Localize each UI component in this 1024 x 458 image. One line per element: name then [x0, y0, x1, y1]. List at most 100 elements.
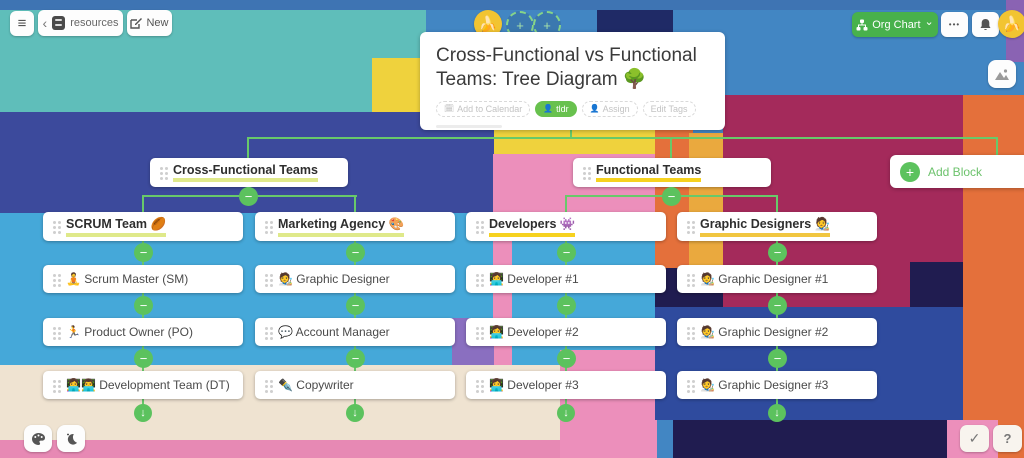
node-label: 🧑‍🎨 Graphic Designer #1: [700, 272, 829, 286]
collapse-button[interactable]: −: [346, 243, 365, 262]
collapse-button[interactable]: −: [239, 187, 258, 206]
drag-handle-icon[interactable]: [476, 221, 479, 224]
help-button[interactable]: ?: [993, 425, 1022, 452]
avatar[interactable]: 🍌: [998, 10, 1024, 38]
drag-handle-icon[interactable]: [687, 273, 690, 277]
tree-node-graphic-designers[interactable]: Graphic Designers 🧑‍🎨: [677, 212, 877, 241]
tree-node-scrum-master[interactable]: 🧘 Scrum Master (SM): [43, 265, 243, 293]
collapse-button[interactable]: −: [134, 296, 153, 315]
divider: [436, 124, 502, 128]
tree-node-cross-functional-teams[interactable]: Cross-Functional Teams: [150, 158, 348, 187]
background-image-button[interactable]: [988, 60, 1016, 88]
tree-node-graphic-designer-2[interactable]: 🧑‍🎨 Graphic Designer #2: [677, 318, 877, 346]
tree-node-developers[interactable]: Developers 👾: [466, 212, 666, 241]
expand-button[interactable]: ↓: [768, 404, 786, 422]
tree-node-product-owner[interactable]: 🏃 Product Owner (PO): [43, 318, 243, 346]
tldr-tag-button[interactable]: 👤 tldr: [535, 100, 577, 117]
background-tile: [372, 10, 426, 58]
assign-button[interactable]: 👤 Assign: [581, 100, 638, 117]
background-tile: [560, 350, 657, 458]
drag-handle-icon[interactable]: [53, 221, 56, 224]
collapse-button[interactable]: −: [662, 187, 681, 206]
tree-node-marketing-agency[interactable]: Marketing Agency 🎨: [255, 212, 455, 241]
plus-icon: +: [900, 161, 920, 182]
down-arrow-icon: ↓: [352, 406, 358, 419]
collapse-button[interactable]: −: [557, 296, 576, 315]
drag-handle-icon[interactable]: [476, 326, 479, 330]
background-tile: [0, 0, 1024, 10]
new-label: New: [146, 17, 169, 29]
tree-node-functional-teams[interactable]: Functional Teams: [573, 158, 771, 187]
tree-node-scrum-team[interactable]: SCRUM Team 🏉: [43, 212, 243, 241]
background-tile: [910, 262, 963, 307]
tree-node-graphic-designer[interactable]: 🧑‍🎨 Graphic Designer: [255, 265, 455, 293]
tree-node-developer-3[interactable]: 👩‍💻 Developer #3: [466, 371, 666, 399]
add-to-calendar-button[interactable]: 🗓 Add to Calendar: [436, 100, 531, 117]
node-label: Marketing Agency 🎨: [278, 217, 405, 237]
collapse-button[interactable]: −: [768, 296, 787, 315]
collapse-button[interactable]: −: [134, 349, 153, 368]
minus-icon: −: [562, 298, 571, 313]
drag-handle-icon[interactable]: [687, 221, 690, 224]
node-label: ✒️ Copywriter: [278, 378, 354, 392]
expand-button[interactable]: ↓: [134, 404, 152, 422]
down-arrow-icon: ↓: [774, 406, 780, 419]
new-button[interactable]: New: [127, 10, 172, 36]
edit-tags-button[interactable]: Edit Tags: [642, 100, 696, 117]
minus-icon: −: [351, 298, 360, 313]
minus-icon: −: [351, 351, 360, 366]
tree-node-graphic-designer-3[interactable]: 🧑‍🎨 Graphic Designer #3: [677, 371, 877, 399]
more-options-button[interactable]: •••: [941, 12, 968, 37]
person-icon: 👤: [543, 104, 554, 113]
drag-handle-icon[interactable]: [476, 379, 479, 383]
node-label: Developers 👾: [489, 217, 576, 237]
collapse-button[interactable]: −: [134, 243, 153, 262]
minus-icon: −: [139, 351, 148, 366]
resources-button[interactable]: ‹ resources: [38, 10, 123, 36]
banana-icon: 🍌: [1002, 16, 1022, 33]
node-label: Cross-Functional Teams: [173, 163, 318, 182]
drag-handle-icon[interactable]: [476, 273, 479, 277]
drag-handle-icon[interactable]: [265, 326, 268, 330]
collapse-button[interactable]: −: [346, 296, 365, 315]
drag-handle-icon[interactable]: [583, 167, 586, 170]
collapse-button[interactable]: −: [346, 349, 365, 368]
collapse-button[interactable]: −: [768, 243, 787, 262]
confirm-button[interactable]: ✓: [960, 425, 989, 452]
drag-handle-icon[interactable]: [687, 379, 690, 383]
title-card[interactable]: Cross-Functional vs Functional Teams: Tr…: [420, 32, 725, 130]
node-label: Functional Teams: [596, 163, 702, 182]
org-chart-dropdown[interactable]: Org Chart ⌄: [852, 12, 938, 37]
node-label: 💬 Account Manager: [278, 325, 390, 339]
drag-handle-icon[interactable]: [53, 379, 56, 383]
node-label: 👩‍💻 Developer #2: [489, 325, 579, 339]
add-block-button[interactable]: + Add Block: [890, 155, 1024, 188]
dark-mode-button[interactable]: [57, 425, 85, 452]
collapse-button[interactable]: −: [768, 349, 787, 368]
expand-button[interactable]: ↓: [346, 404, 364, 422]
drag-handle-icon[interactable]: [53, 326, 56, 330]
collapse-button[interactable]: −: [557, 349, 576, 368]
notifications-button[interactable]: [972, 12, 999, 37]
tree-node-graphic-designer-1[interactable]: 🧑‍🎨 Graphic Designer #1: [677, 265, 877, 293]
drag-handle-icon[interactable]: [265, 221, 268, 224]
drag-handle-icon[interactable]: [687, 326, 690, 330]
drag-handle-icon[interactable]: [53, 273, 56, 277]
tree-node-development-team[interactable]: 👩‍💻👨‍💻 Development Team (DT): [43, 371, 243, 399]
tree-node-developer-1[interactable]: 👩‍💻 Developer #1: [466, 265, 666, 293]
expand-button[interactable]: ↓: [557, 404, 575, 422]
banana-icon: 🍌: [478, 16, 498, 33]
theme-palette-button[interactable]: [24, 425, 52, 452]
tree-node-account-manager[interactable]: 💬 Account Manager: [255, 318, 455, 346]
tree-node-developer-2[interactable]: 👩‍💻 Developer #2: [466, 318, 666, 346]
node-label: 🧑‍🎨 Graphic Designer: [278, 272, 390, 286]
menu-button[interactable]: ≡: [10, 11, 34, 36]
drag-handle-icon[interactable]: [265, 379, 268, 383]
node-label: 👩‍💻 Developer #3: [489, 378, 579, 392]
collapse-button[interactable]: −: [557, 243, 576, 262]
tree-node-copywriter[interactable]: ✒️ Copywriter: [255, 371, 455, 399]
drag-handle-icon[interactable]: [265, 273, 268, 277]
drag-handle-icon[interactable]: [160, 167, 163, 170]
palette-icon: [31, 432, 46, 446]
